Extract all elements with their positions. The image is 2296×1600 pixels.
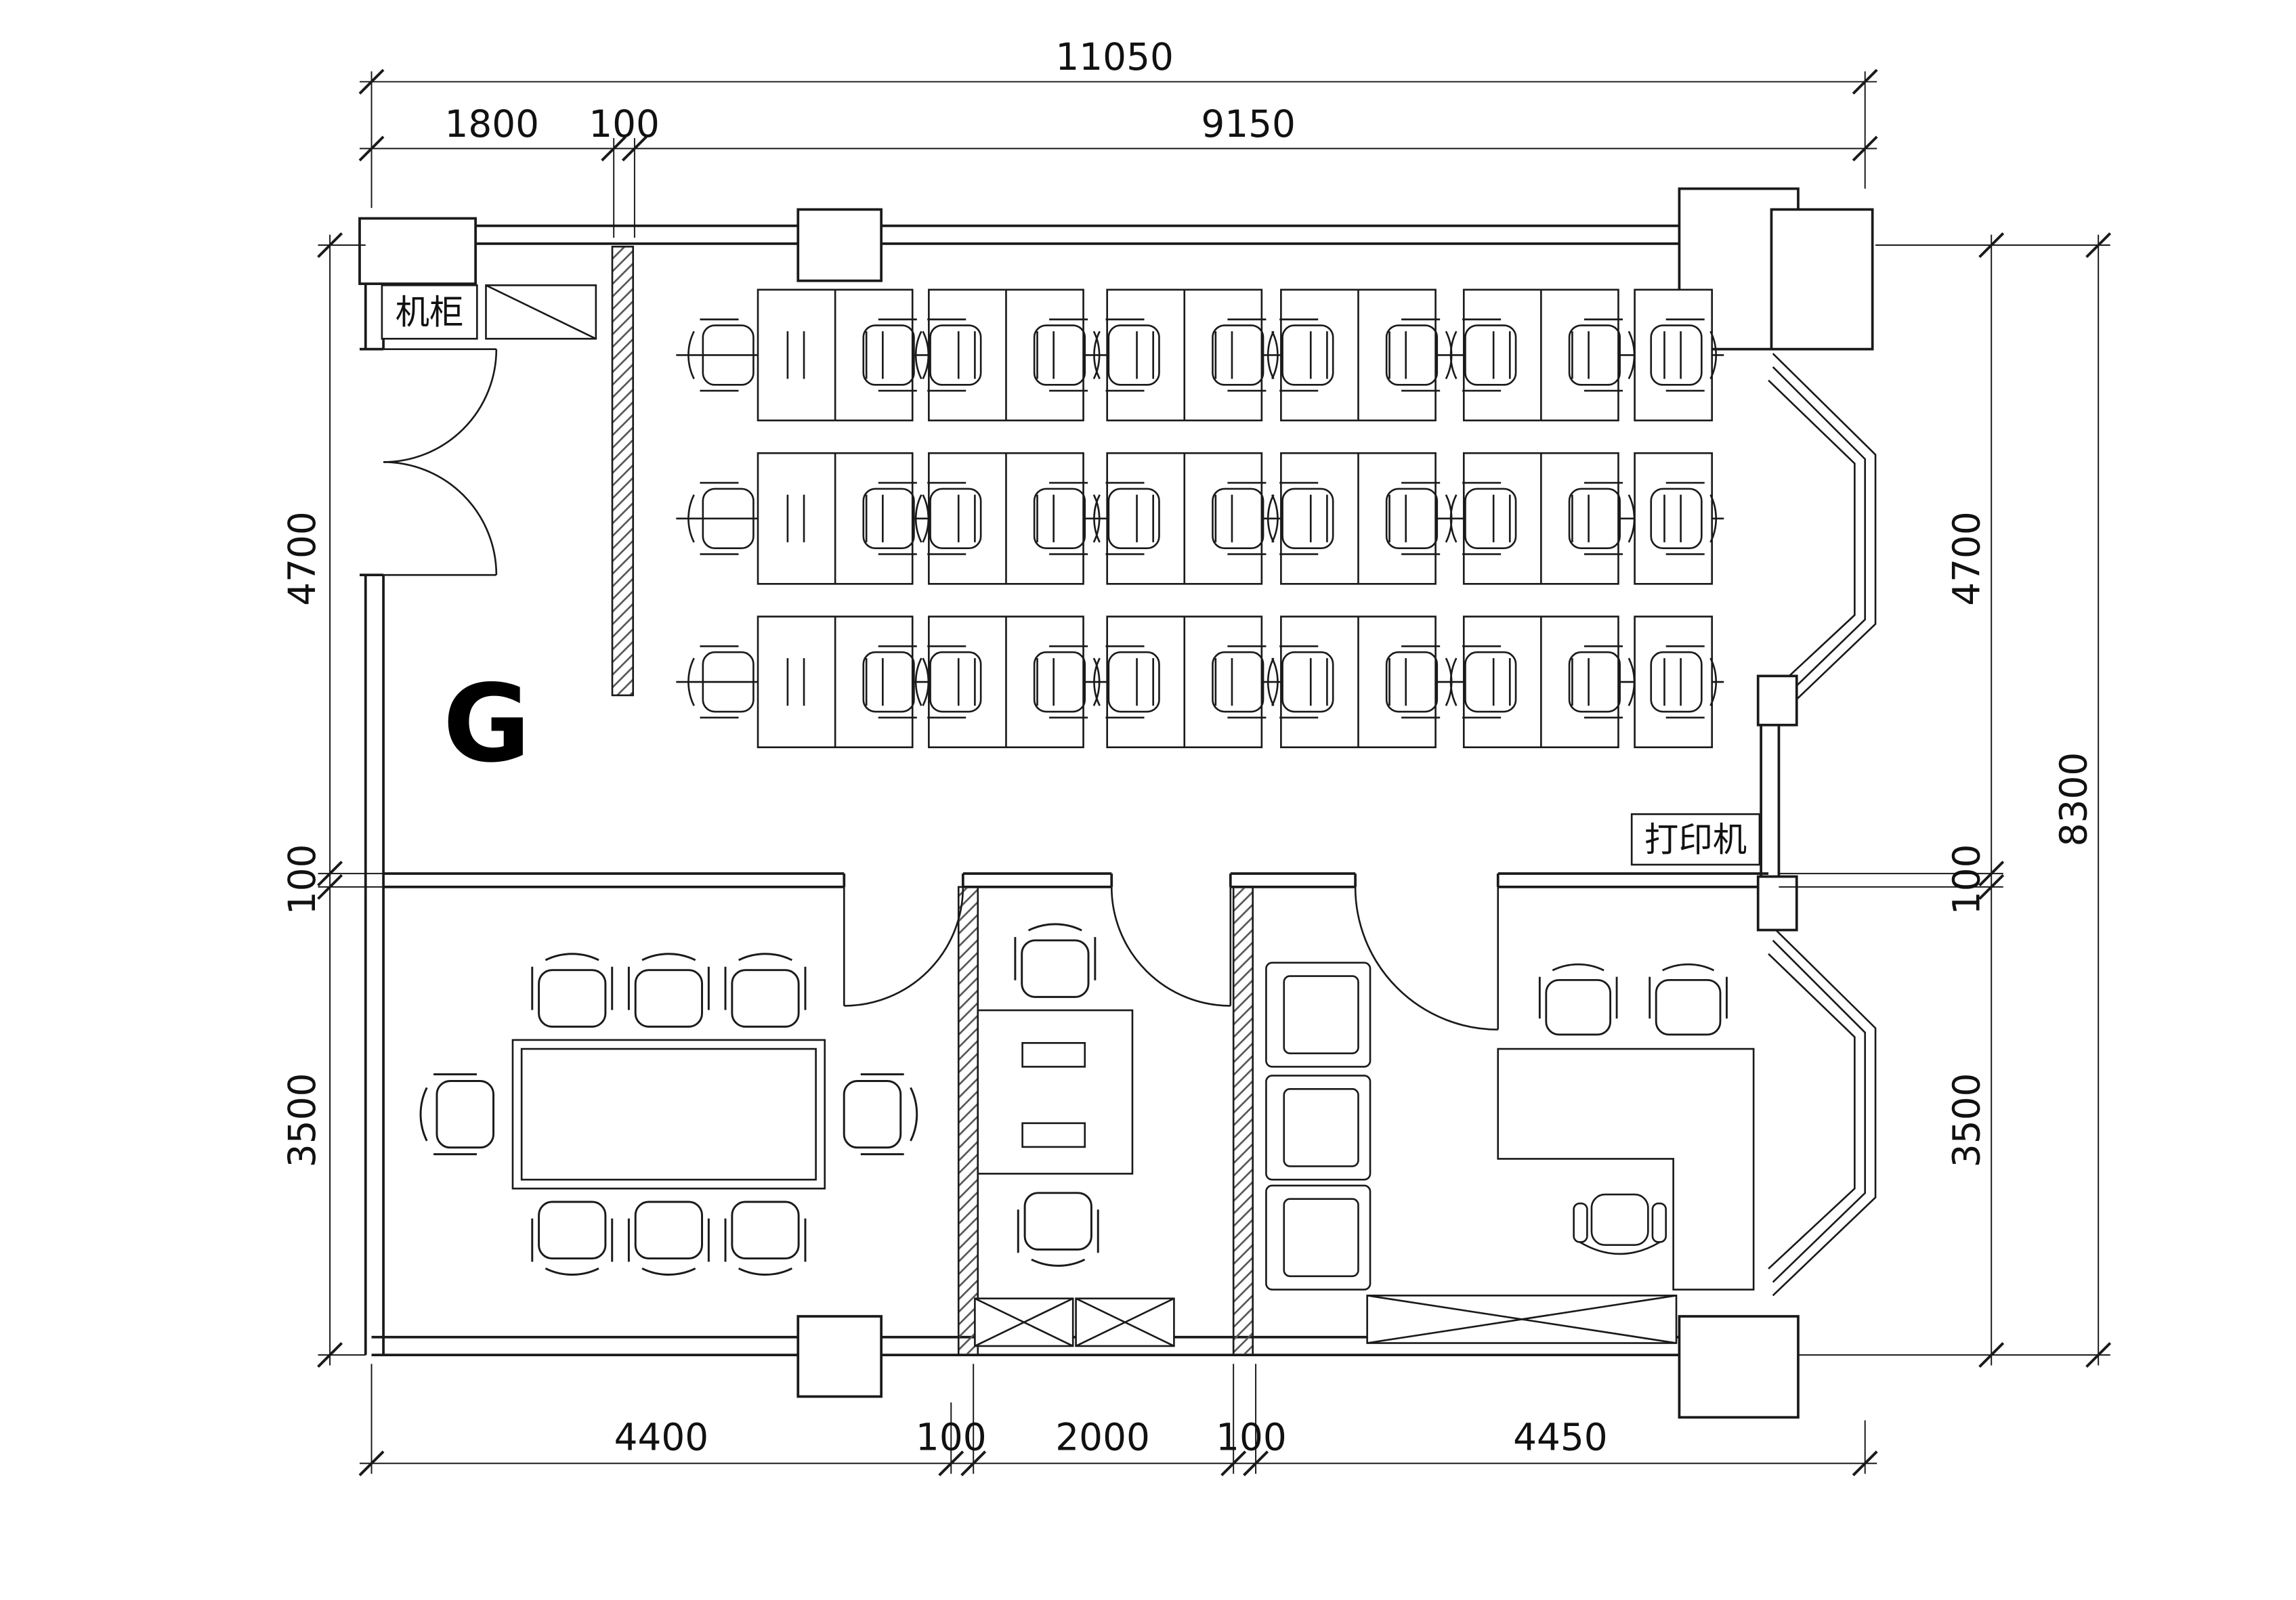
dimension-bottom: 4400 100 2000 100 4450: [358, 1364, 1879, 1477]
dim-right-total: 8300: [2052, 752, 2096, 847]
dim-left-wall: 100: [280, 844, 324, 915]
workstation-area: [676, 290, 1724, 748]
credenza: [1366, 1295, 1678, 1344]
right-office: [1265, 961, 1755, 1344]
middle-office-desk: [977, 1009, 1134, 1175]
dim-left-upper: 4700: [280, 511, 324, 606]
entry-double-door: [383, 348, 498, 576]
interior-walls: [383, 872, 1769, 888]
dim-right-upper: 4700: [1945, 511, 1989, 606]
bay-window-top: [1768, 353, 1877, 723]
middle-office: [974, 923, 1175, 1347]
bay-window-bottom: [1768, 926, 1877, 1297]
dimension-right: 4700 100 3500 8300: [1779, 232, 2112, 1368]
dim-right-wall: 100: [1945, 844, 1989, 915]
printer-station: 打印机: [1630, 813, 1761, 866]
dim-top-wall: 100: [589, 102, 660, 146]
hatched-partitions: [611, 245, 1254, 1356]
meeting-room: [419, 953, 918, 1276]
dim-left-lower: 3500: [280, 1073, 324, 1168]
columns: [358, 187, 1874, 1419]
room-label-g: G: [443, 662, 531, 786]
door-meeting-room: [843, 886, 964, 1007]
dim-bottom-wall1: 100: [916, 1416, 987, 1459]
executive-desk: [1497, 1047, 1755, 1291]
dim-right-lower: 3500: [1945, 1073, 1989, 1168]
dim-top-left: 1800: [444, 102, 539, 146]
door-middle-office: [1110, 886, 1232, 1007]
cabinet-label: 机柜: [396, 292, 464, 332]
printer-label: 打印机: [1644, 819, 1747, 859]
dimension-left: 4700 100 3500: [280, 232, 384, 1368]
dim-top-total: 11050: [1055, 35, 1173, 79]
dim-bottom-room2: 2000: [1055, 1416, 1150, 1459]
conference-table: [511, 1039, 826, 1190]
dim-top-right: 9150: [1201, 102, 1296, 146]
door-right-office: [1354, 886, 1500, 1031]
server-cabinet: 机柜: [381, 284, 597, 340]
dim-bottom-wall2: 100: [1216, 1416, 1287, 1459]
window-sill-boxes: [974, 1297, 1175, 1347]
dim-bottom-room1: 4400: [614, 1416, 709, 1459]
dim-bottom-room3: 4450: [1513, 1416, 1608, 1459]
dimension-top: 11050 1800 100 9150: [358, 35, 1879, 238]
